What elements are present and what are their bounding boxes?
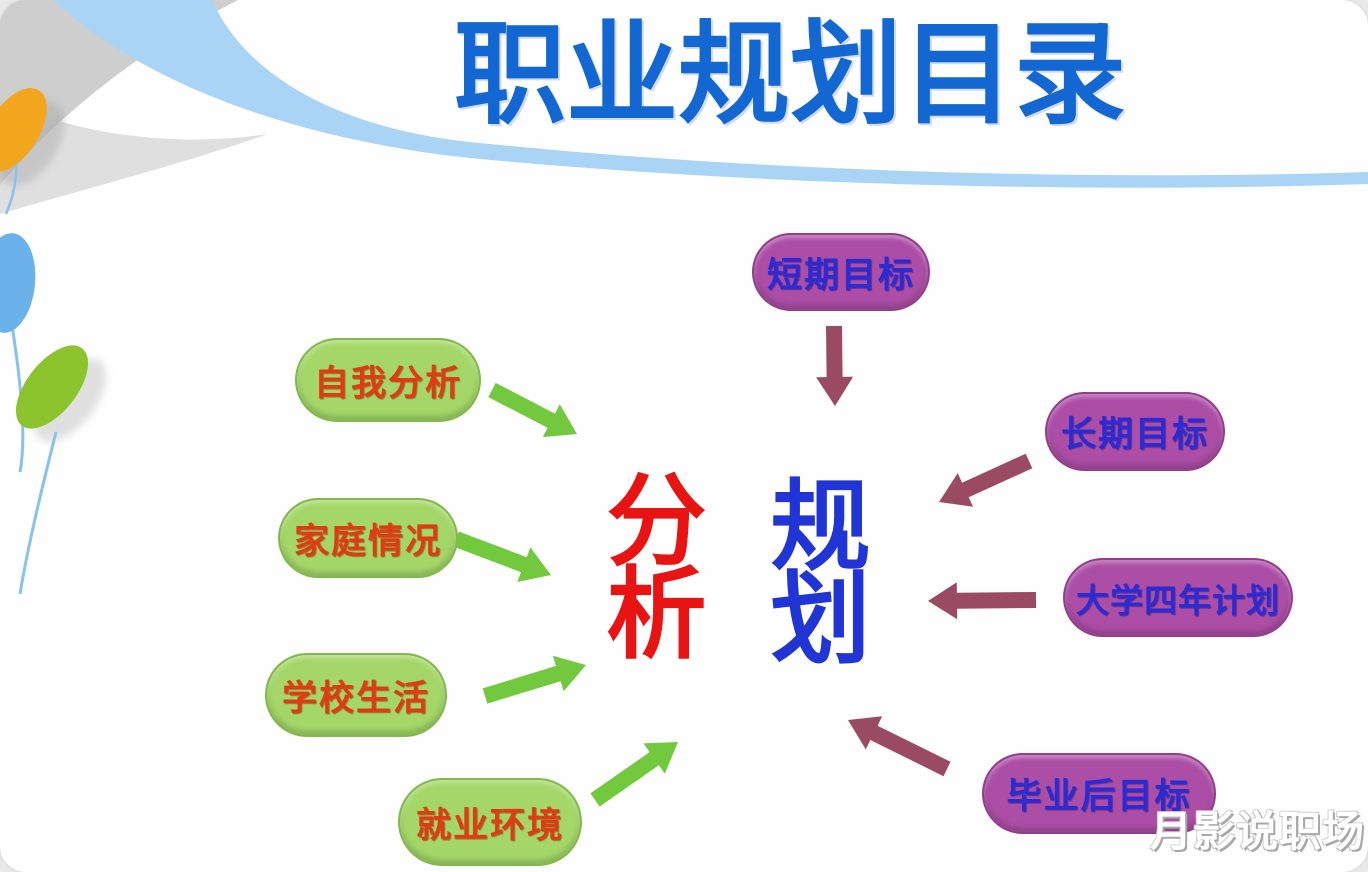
branch-postgraduation-goal: 毕业后目标 [982,753,1216,834]
branch-long-term-goal: 长期目标 [1045,392,1225,471]
branch-self-analysis: 自我分析 [295,338,481,422]
center-analysis-word: 分析 [606,463,707,673]
watermark: 月影说职场 [1150,807,1366,856]
branch-short-term-goal: 短期目标 [752,233,930,311]
branch-school-life: 学校生活 [265,653,447,737]
branch-employment-environment: 就业环境 [398,778,582,866]
center-planning-word: 规划 [770,468,871,678]
slide-title: 职业规划目录 [454,10,1126,140]
branch-four-year-plan: 大学四年计划 [1063,558,1293,637]
branch-family-situation: 家庭情况 [278,498,458,578]
